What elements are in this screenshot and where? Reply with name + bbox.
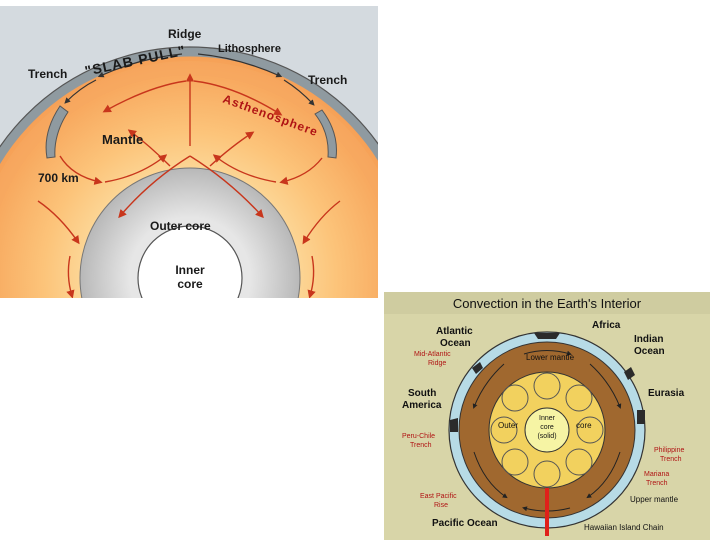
label-depth: 700 km <box>38 171 79 185</box>
convection-arrows <box>37 73 341 298</box>
label-east-pacific-2: Rise <box>434 502 448 509</box>
label-inner-core-1: Inner <box>175 263 205 277</box>
label-outer-core: Outer core <box>150 219 211 233</box>
label-core: core <box>576 421 592 430</box>
convection-svg: Convection in the Earth's Interior <box>384 292 710 540</box>
plate-motion-arrows <box>64 53 315 106</box>
label-philippine-2: Trench <box>660 456 682 463</box>
asthenosphere-band <box>0 61 378 207</box>
label-inner-core-2: core <box>177 277 203 291</box>
label-mariana-1: Mariana <box>644 471 669 478</box>
label-mar-2: Ridge <box>428 360 446 367</box>
slab-right <box>314 109 337 159</box>
label-atlantic-1: Atlantic <box>436 326 473 337</box>
slab-left <box>45 105 69 159</box>
label-hawaiian: Hawaiian Island Chain <box>584 523 664 532</box>
lithosphere-layer <box>0 47 378 165</box>
convection-labels: Africa Atlantic Ocean Indian Ocean Mid-A… <box>402 320 685 532</box>
mantle-cross-section-diagram: Ridge Lithosphere Trench Trench "SLAB PU… <box>0 6 378 298</box>
label-peru-chile-1: Peru-Chile <box>402 433 435 440</box>
cross-section-svg: Ridge Lithosphere Trench Trench "SLAB PU… <box>0 6 378 298</box>
label-pacific-ocean: Pacific Ocean <box>432 518 498 529</box>
label-mariana-2: Trench <box>646 480 668 487</box>
inner-core-layer <box>137 225 243 298</box>
label-inner-core-b1: Inner <box>539 415 556 422</box>
label-trench-left: Trench <box>28 67 67 81</box>
label-mantle: Mantle <box>102 132 143 147</box>
core-convection-cells <box>490 372 604 488</box>
label-inner-core-b2: core <box>540 424 554 431</box>
continent-marks <box>450 333 645 432</box>
label-lower-mantle: Lower mantle <box>526 353 575 362</box>
label-east-pacific-1: East Pacific <box>420 493 457 500</box>
title-bar <box>384 292 710 314</box>
label-lithosphere: Lithosphere <box>218 43 281 55</box>
label-south-america-2: America <box>402 400 442 411</box>
label-inner-core-b3: (solid) <box>537 433 556 440</box>
inner-core-disc <box>524 407 570 453</box>
label-outer: Outer <box>498 421 518 430</box>
label-ridge: Ridge <box>168 27 202 41</box>
label-trench-right: Trench <box>308 73 347 87</box>
label-south-america-1: South <box>408 388 436 399</box>
label-indian-2: Ocean <box>634 346 665 357</box>
mantle-convection-arrows <box>472 350 622 512</box>
surface-outline <box>0 46 378 148</box>
label-upper-mantle: Upper mantle <box>630 495 679 504</box>
label-eurasia: Eurasia <box>648 388 685 399</box>
convection-title: Convection in the Earth's Interior <box>453 296 642 311</box>
earth-convection-diagram: Convection in the Earth's Interior <box>384 292 710 540</box>
label-atlantic-2: Ocean <box>440 338 471 349</box>
label-peru-chile-2: Trench <box>410 442 432 449</box>
label-africa: Africa <box>592 320 621 331</box>
label-mar-1: Mid-Atlantic <box>414 351 451 358</box>
label-indian-1: Indian <box>634 334 663 345</box>
label-philippine-1: Philippine <box>654 447 684 454</box>
